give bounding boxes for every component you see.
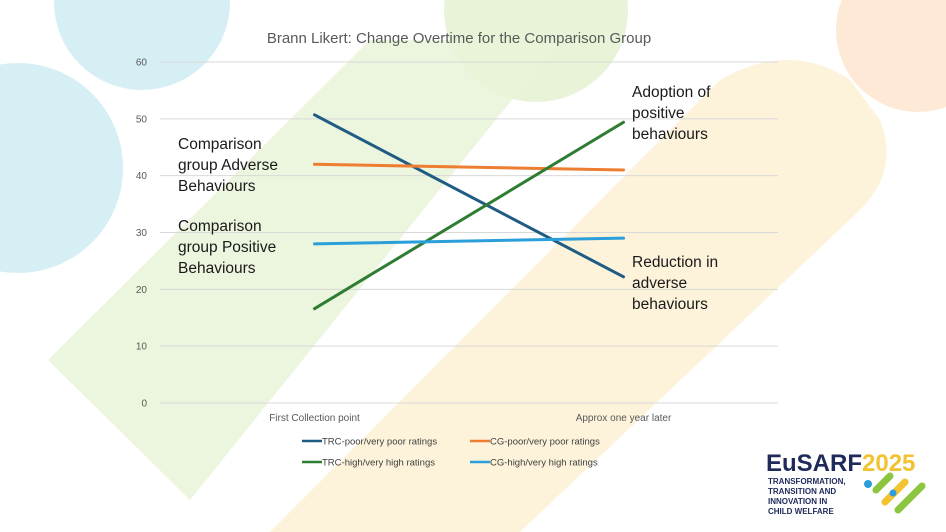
- annotation-line: behaviours: [632, 126, 708, 143]
- x-tick-label: First Collection point: [269, 413, 360, 424]
- eusarf-logo: EuSARF2025 TRANSFORMATION, TRANSITION AN…: [766, 450, 926, 516]
- annotation-line: positive: [632, 105, 685, 122]
- annotation-text: Reduction in adverse behaviours: [632, 254, 718, 313]
- legend-label: CG-poor/very poor ratings: [490, 437, 600, 448]
- y-tick-label: 20: [136, 285, 148, 296]
- logo-dots-icon: [864, 472, 926, 514]
- logo-tagline-line-2: TRANSITION AND: [768, 487, 836, 496]
- series-line: [313, 113, 625, 279]
- logo-tagline-line-1: TRANSFORMATION,: [768, 477, 846, 486]
- y-tick-label: 40: [136, 171, 148, 182]
- annotation-line: Comparison: [178, 136, 262, 153]
- chart-legend: TRC-poor/very poor ratings CG-poor/very p…: [302, 437, 600, 469]
- series-line: [313, 162, 625, 172]
- annotation-line: behaviours: [632, 296, 708, 313]
- bg-shape-blue-top: [54, 0, 230, 90]
- logo-name-part2: 2025: [862, 450, 915, 477]
- annotation-line: Reduction in: [632, 254, 718, 271]
- y-tick-label: 60: [136, 58, 148, 69]
- annotation-line: Behaviours: [178, 260, 256, 277]
- chart-gridlines: [160, 61, 778, 404]
- logo-tagline-line-3: INNOVATION IN: [768, 497, 827, 506]
- bg-shape-cream-band: [270, 60, 887, 532]
- bg-shape-blue-left: [0, 63, 123, 273]
- chart-title: Brann Likert: Change Overtime for the Co…: [267, 30, 651, 47]
- bg-shape-green-band: [48, 40, 560, 500]
- x-tick-label: Approx one year later: [576, 413, 672, 424]
- logo-stroke: [872, 472, 894, 494]
- y-axis-ticks: 0 10 20 30 40 50 60: [136, 58, 148, 410]
- y-tick-label: 50: [136, 114, 148, 125]
- bg-shape-peach-corner: [836, 0, 946, 112]
- logo-dot: [889, 489, 897, 497]
- annotation-line: Behaviours: [178, 178, 256, 195]
- annotation-line: adverse: [632, 275, 687, 292]
- legend-label: CG-high/very high ratings: [490, 458, 598, 469]
- series-line: [313, 120, 625, 311]
- chart-series: [313, 113, 625, 311]
- annotation-line: Adoption of: [632, 84, 711, 101]
- annotation-line: group Positive: [178, 239, 276, 256]
- y-tick-label: 30: [136, 228, 148, 239]
- legend-label: TRC-high/very high ratings: [322, 458, 435, 469]
- x-axis-ticks: First Collection point Approx one year la…: [269, 413, 672, 424]
- logo-stroke: [894, 482, 926, 514]
- legend-label: TRC-poor/very poor ratings: [322, 437, 437, 448]
- series-line: [313, 236, 625, 246]
- logo-tagline-line-4: CHILD WELFARE: [768, 507, 834, 516]
- annotation-text: Adoption of positive behaviours: [632, 84, 711, 143]
- logo-wordmark: EuSARF2025: [766, 450, 915, 477]
- y-tick-label: 0: [141, 399, 147, 410]
- annotation-line: group Adverse: [178, 157, 278, 174]
- logo-name-part1: EuSARF: [766, 450, 862, 477]
- logo-dot: [864, 480, 872, 488]
- annotation-line: Comparison: [178, 218, 262, 235]
- y-tick-label: 10: [136, 342, 148, 353]
